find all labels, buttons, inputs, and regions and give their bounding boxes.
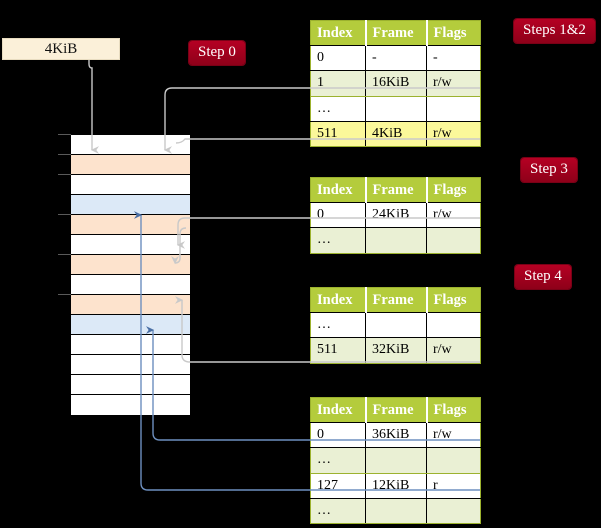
cell-flags xyxy=(426,447,481,474)
cell-index: 127 xyxy=(310,472,366,499)
cell-frame: 12KiB xyxy=(365,472,427,499)
physical-memory-column xyxy=(70,134,191,416)
cell-flags: r/w xyxy=(426,337,481,364)
step-3-label: Step 3 xyxy=(530,161,568,177)
cell-index: … xyxy=(310,447,366,474)
table-row: … xyxy=(310,95,481,122)
memory-frame-row xyxy=(71,395,190,415)
cell-flags xyxy=(426,312,481,339)
memory-frame-row xyxy=(71,255,190,275)
memory-frame-row xyxy=(71,195,190,215)
column-header-index: Index xyxy=(310,177,367,203)
cell-index: … xyxy=(310,227,366,254)
column-header-frame: Frame xyxy=(365,397,428,423)
memory-frame-row xyxy=(71,375,190,395)
column-header-frame: Frame xyxy=(365,20,428,46)
column-header-flags: Flags xyxy=(426,177,481,203)
cell-index: 511 xyxy=(310,120,366,147)
cell-flags: r/w xyxy=(426,202,481,229)
column-header-frame: Frame xyxy=(365,177,428,203)
source-frame-box: 4KiB xyxy=(2,38,120,60)
memory-frame-row xyxy=(71,175,190,195)
cell-flags xyxy=(426,227,481,254)
cell-frame xyxy=(365,227,427,254)
cell-frame xyxy=(365,312,427,339)
memory-tick xyxy=(58,174,71,175)
memory-frame-row xyxy=(71,135,190,155)
cell-frame: 4KiB xyxy=(365,120,427,147)
memory-frame-row xyxy=(71,355,190,375)
cell-flags: r/w xyxy=(426,422,481,449)
step-0-badge: Step 0 xyxy=(189,41,245,65)
cell-index: 0 xyxy=(310,45,366,72)
step-4-badge: Step 4 xyxy=(515,265,571,289)
memory-tick xyxy=(58,214,71,215)
memory-frame-row xyxy=(71,295,190,315)
cell-frame xyxy=(365,447,427,474)
memory-frame-row xyxy=(71,235,190,255)
column-header-flags: Flags xyxy=(426,20,481,46)
steps-1-2-label: Steps 1&2 xyxy=(523,22,586,38)
cell-frame: 24KiB xyxy=(365,202,427,229)
cell-flags: - xyxy=(426,45,481,72)
memory-tick xyxy=(58,254,71,255)
column-header-flags: Flags xyxy=(426,287,481,313)
cell-index: 0 xyxy=(310,202,366,229)
column-header-index: Index xyxy=(310,20,367,46)
cell-index: … xyxy=(310,497,366,524)
memory-tick xyxy=(58,294,71,295)
cell-index: 1 xyxy=(310,70,366,97)
cell-flags: r xyxy=(426,472,481,499)
cell-frame: 36KiB xyxy=(365,422,427,449)
table-row: … xyxy=(310,497,481,524)
cell-index: … xyxy=(310,95,366,122)
memory-frame-row xyxy=(71,335,190,355)
source-frame-label: 4KiB xyxy=(44,40,78,57)
cell-index: 511 xyxy=(310,337,366,364)
column-header-index: Index xyxy=(310,287,367,313)
cell-index: 0 xyxy=(310,422,366,449)
step-0-label: Step 0 xyxy=(198,44,236,60)
cell-frame: 32KiB xyxy=(365,337,427,364)
cell-flags xyxy=(426,497,481,524)
cell-frame: 16KiB xyxy=(365,70,427,97)
step-4-label: Step 4 xyxy=(524,268,562,284)
cell-flags: r/w xyxy=(426,120,481,147)
steps-1-2-badge: Steps 1&2 xyxy=(514,19,595,43)
table-row: 0-- xyxy=(310,45,481,72)
memory-tick xyxy=(58,154,71,155)
cell-index: … xyxy=(310,312,366,339)
cell-frame xyxy=(365,95,427,122)
memory-frame-row xyxy=(71,275,190,295)
memory-frame-row xyxy=(71,215,190,235)
memory-frame-row xyxy=(71,155,190,175)
table-row: … xyxy=(310,447,481,474)
cell-frame: - xyxy=(365,45,427,72)
table-row: … xyxy=(310,312,481,339)
column-header-index: Index xyxy=(310,397,367,423)
step-3-badge: Step 3 xyxy=(521,158,577,182)
column-header-frame: Frame xyxy=(365,287,428,313)
cell-frame xyxy=(365,497,427,524)
column-header-flags: Flags xyxy=(426,397,481,423)
memory-tick xyxy=(58,134,71,135)
cell-flags: r/w xyxy=(426,70,481,97)
cell-flags xyxy=(426,95,481,122)
memory-frame-row xyxy=(71,315,190,335)
table-row: … xyxy=(310,227,481,254)
